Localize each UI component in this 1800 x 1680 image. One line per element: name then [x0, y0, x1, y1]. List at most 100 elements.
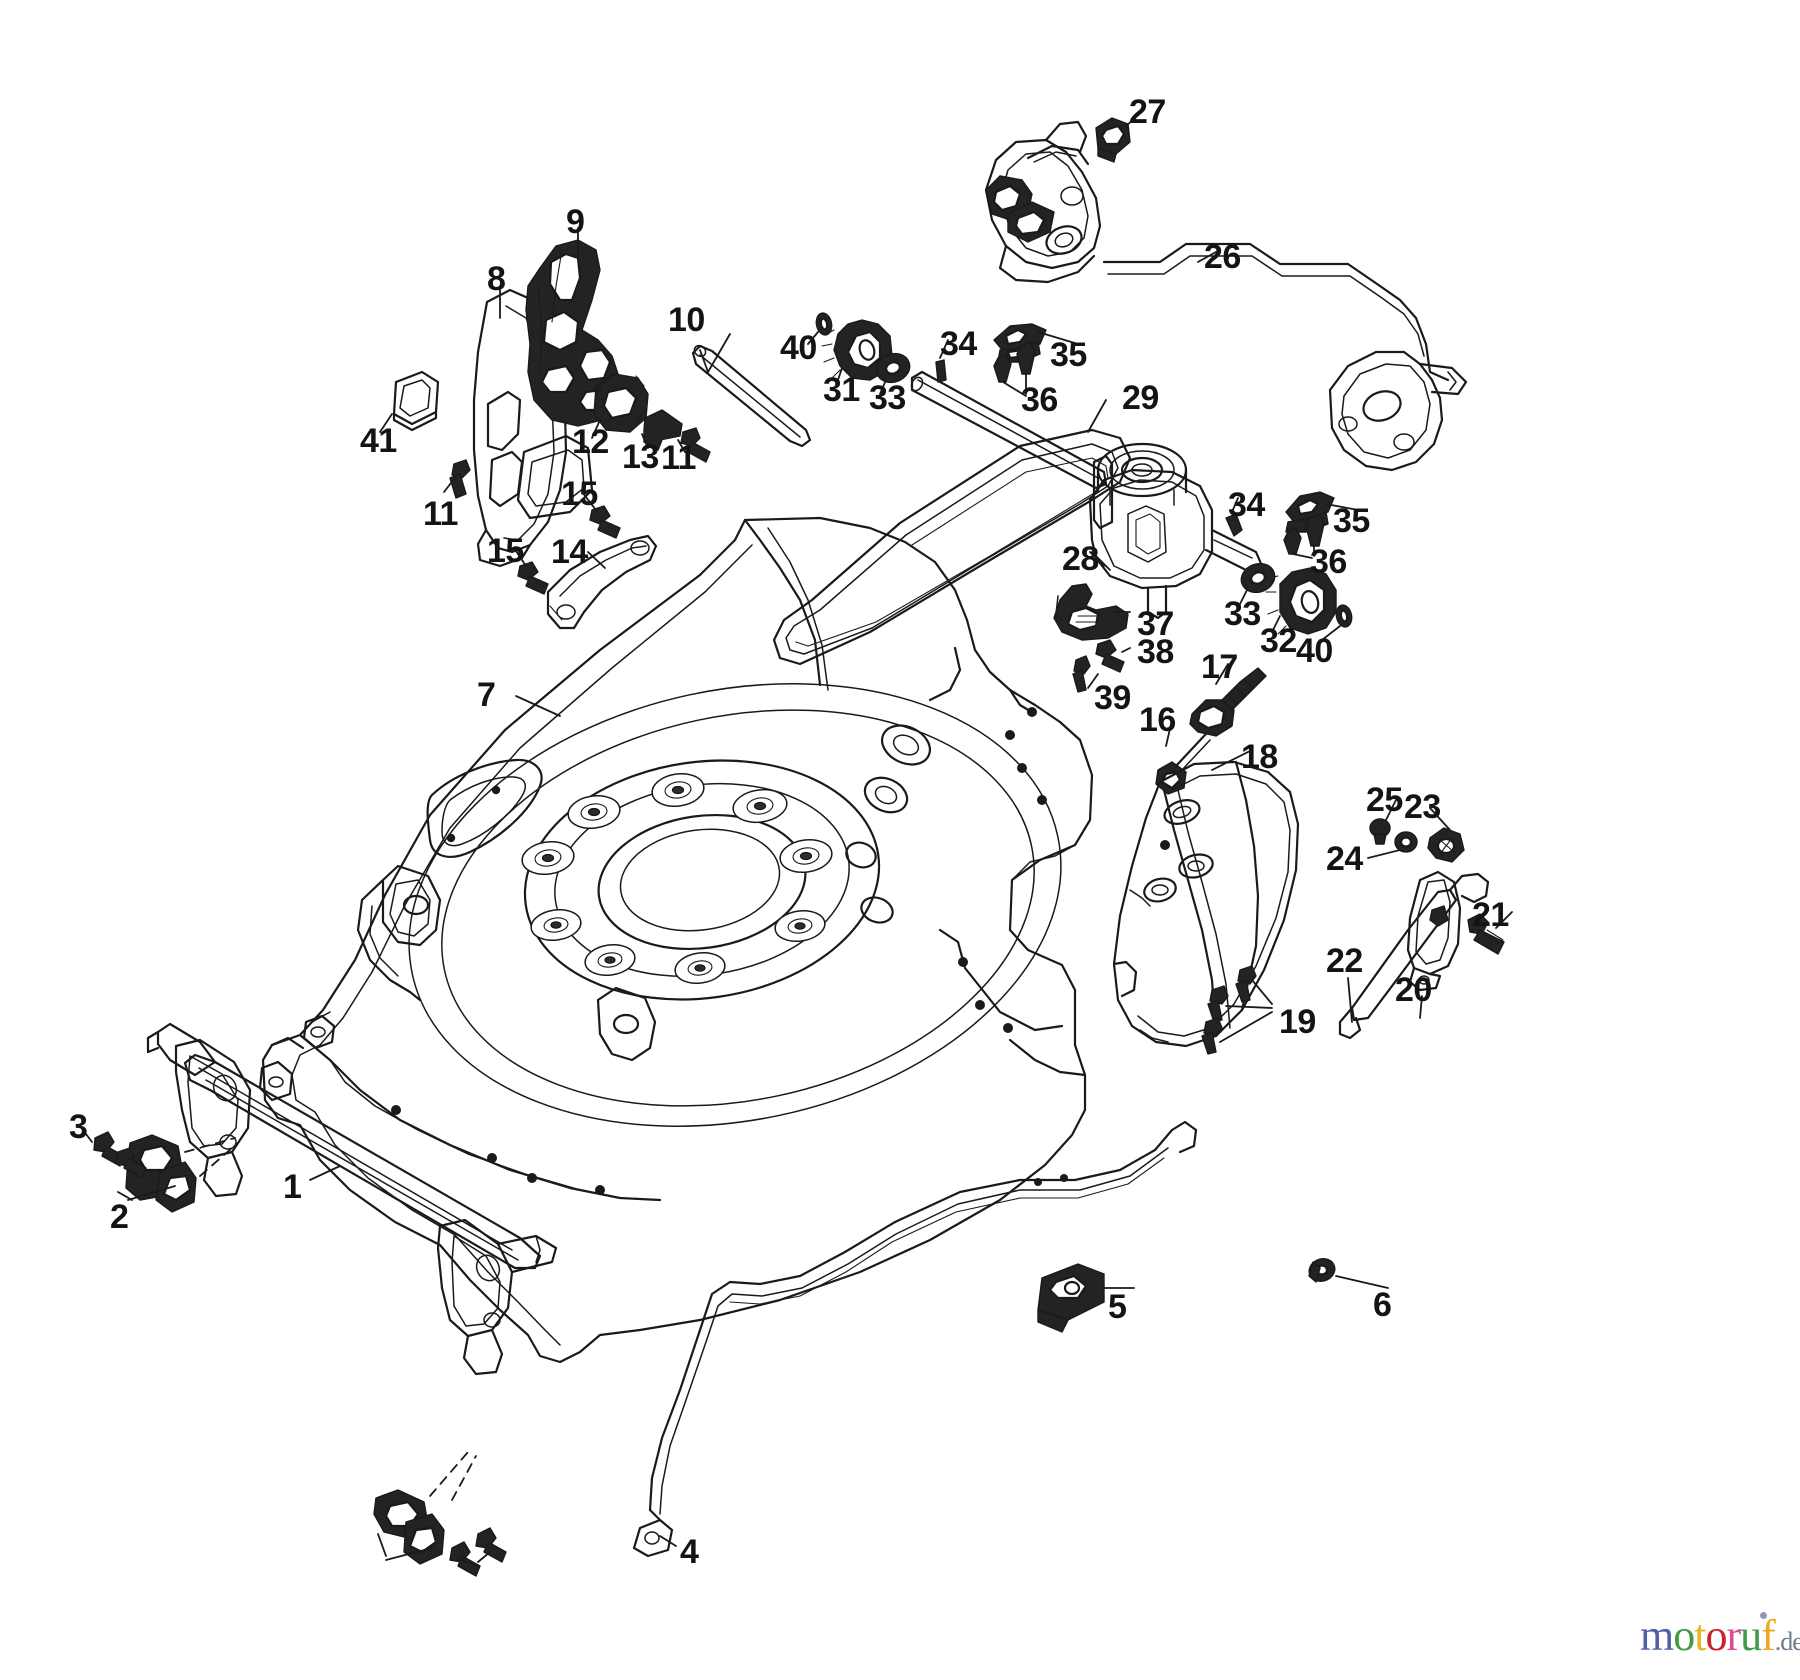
callout-14: 14 — [551, 533, 588, 571]
part-15-screw-a — [589, 505, 621, 539]
part-21-screw — [1467, 913, 1505, 955]
part-2-clip-rear-lower — [403, 1513, 445, 1565]
part-12-knob — [593, 373, 649, 433]
callout-7: 7 — [477, 676, 496, 714]
callout-40-a: 40 — [780, 329, 817, 367]
part-20-lever-arm — [1406, 870, 1462, 992]
part-40-circlip-top — [815, 312, 833, 336]
deck-axle-bracket-rear — [596, 986, 657, 1062]
callout-34-b: 34 — [1228, 486, 1265, 524]
part-40-circlip-lower — [1335, 604, 1353, 628]
logo-letter-f: f — [1761, 1611, 1776, 1660]
deck-left-slot — [426, 758, 543, 858]
callout-35-a: 35 — [1050, 336, 1087, 374]
logo-letter-o2: o — [1705, 1611, 1727, 1660]
callout-11-b: 11 — [661, 439, 696, 477]
logo-suffix: .de — [1774, 1627, 1800, 1656]
callout-3: 3 — [69, 1108, 88, 1146]
part-1-axle-shaft — [146, 1022, 558, 1376]
part-26-drive-rod — [1102, 242, 1468, 472]
logo-letter-u: u — [1740, 1611, 1762, 1660]
callout-13: 13 — [622, 438, 659, 476]
callout-1: 1 — [283, 1168, 302, 1206]
callout-37: 37 — [1137, 605, 1174, 643]
part-36-screw-lower-a — [1305, 513, 1325, 547]
leader-4 — [659, 1535, 677, 1547]
callout-6: 6 — [1373, 1286, 1392, 1324]
part-25-screw-small — [1369, 818, 1391, 845]
part-14-bracket — [546, 534, 658, 630]
logo-letter-r: r — [1726, 1611, 1741, 1660]
callout-36-b: 36 — [1310, 543, 1347, 581]
leader-7 — [515, 695, 561, 717]
callout-18: 18 — [1241, 738, 1278, 776]
callout-20: 20 — [1395, 971, 1432, 1009]
callout-8: 8 — [487, 260, 506, 298]
part-34-pin-lower — [1225, 513, 1243, 537]
callout-39: 39 — [1094, 679, 1131, 717]
callout-10: 10 — [668, 301, 705, 339]
callout-11-a: 11 — [423, 495, 458, 533]
deck-right-bosses — [845, 707, 1047, 1033]
motoruf-watermark-logo: motoruf.de — [1640, 1611, 1800, 1660]
callout-40-b: 40 — [1296, 632, 1333, 670]
shaft-top — [910, 370, 1108, 490]
callout-16: 16 — [1139, 701, 1176, 739]
part-39-screw — [1072, 655, 1091, 693]
leader-28b — [1089, 551, 1105, 567]
part-17-adjuster — [1189, 667, 1267, 737]
logo-letter-m: m — [1640, 1611, 1674, 1660]
callout-35-b: 35 — [1333, 502, 1370, 540]
part-24-washer — [1394, 831, 1418, 853]
callout-27: 27 — [1129, 93, 1166, 131]
mower-deck-body — [258, 516, 1094, 1364]
callout-33-a: 33 — [869, 379, 906, 417]
callout-29: 29 — [1122, 379, 1159, 417]
part-37-belt-guide — [1053, 583, 1129, 641]
callout-38: 38 — [1137, 633, 1174, 671]
part-34-pin-top — [935, 359, 947, 383]
part-28-gearbox — [1088, 442, 1264, 620]
logo-letter-o1: o — [1673, 1611, 1695, 1660]
part-15-screw-b — [517, 561, 549, 595]
logo-dot-accent — [1759, 1612, 1767, 1619]
callout-19: 19 — [1279, 1003, 1316, 1041]
callout-22: 22 — [1326, 942, 1363, 980]
deck-lower-panel — [270, 1011, 662, 1202]
callout-41: 41 — [360, 422, 397, 460]
logo-letter-t: t — [1694, 1611, 1706, 1660]
assembly-guide-left — [184, 1137, 236, 1153]
callout-9: 9 — [566, 203, 585, 241]
part-36-screw-top-a — [1016, 341, 1036, 375]
callout-24: 24 — [1326, 840, 1363, 878]
part-23-nut — [1427, 827, 1465, 863]
part-18-side-guard — [1112, 760, 1300, 1048]
callout-36-a: 36 — [1021, 381, 1058, 419]
callout-26: 26 — [1204, 238, 1241, 276]
handle-control-housing — [984, 120, 1102, 284]
callout-25: 25 — [1366, 781, 1403, 819]
callout-31: 31 — [823, 371, 860, 409]
callout-12: 12 — [572, 423, 609, 461]
part-11-screw-upper — [680, 427, 711, 463]
callout-17: 17 — [1201, 648, 1238, 686]
part-27-nut — [1095, 117, 1131, 163]
callout-34-a: 34 — [940, 325, 977, 363]
part-38-screw — [1095, 639, 1125, 673]
callout-28: 28 — [1062, 540, 1099, 578]
callout-15-b: 15 — [487, 532, 524, 570]
part-13-pin — [643, 409, 683, 451]
part-19-screw-c — [1201, 1017, 1223, 1055]
callout-21: 21 — [1472, 896, 1509, 934]
part-5-clamp-block — [1037, 1263, 1105, 1333]
callout-32: 32 — [1260, 622, 1297, 660]
callout-5: 5 — [1108, 1288, 1127, 1326]
part-3-screw-rear-b — [475, 1527, 507, 1563]
leader-1 — [309, 1165, 341, 1181]
callout-15-a: 15 — [561, 475, 598, 513]
part-33-bearing-top — [875, 352, 911, 384]
callout-2: 2 — [110, 1198, 129, 1236]
part-3-screw-rear-a — [449, 1541, 481, 1577]
